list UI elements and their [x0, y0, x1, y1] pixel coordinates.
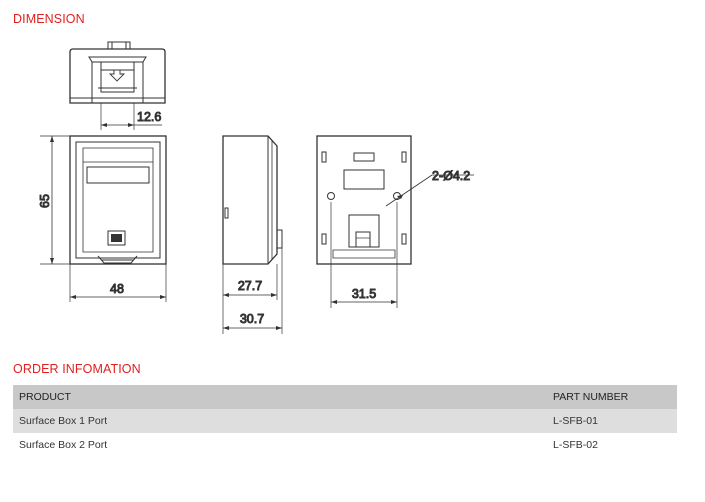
dim-front-width: 48 — [110, 282, 124, 296]
dim-side-depth-2: 30.7 — [240, 312, 264, 326]
dimension-drawing: 12.6 65 48 — [38, 41, 474, 334]
header-product: PRODUCT — [19, 391, 71, 403]
dimension-title: DIMENSION — [13, 12, 85, 26]
dim-rear-width: 31.5 — [352, 287, 376, 301]
rear-view — [316, 135, 474, 308]
part-number: L-SFB-01 — [553, 415, 598, 427]
order-information-title: ORDER INFOMATION — [13, 362, 141, 376]
dim-rear-hole: 2-Ø4.2 — [432, 169, 470, 183]
header-part-number: PART NUMBER — [553, 391, 629, 403]
side-view — [222, 135, 283, 334]
product-name: Surface Box 1 Port — [19, 415, 108, 427]
part-number: L-SFB-02 — [553, 439, 598, 451]
top-view — [69, 41, 166, 130]
front-view — [40, 135, 167, 302]
product-name: Surface Box 2 Port — [19, 439, 108, 451]
dim-side-depth-1: 27.7 — [238, 279, 262, 293]
dim-front-height: 65 — [38, 194, 52, 208]
table-row: Surface Box 1 Port L-SFB-01 — [13, 409, 677, 433]
dim-top-width: 12.6 — [137, 110, 161, 124]
table-row: Surface Box 2 Port L-SFB-02 — [13, 433, 677, 457]
order-table: PRODUCT PART NUMBER Surface Box 1 Port L… — [13, 385, 677, 457]
table-header-row: PRODUCT PART NUMBER — [13, 385, 677, 409]
